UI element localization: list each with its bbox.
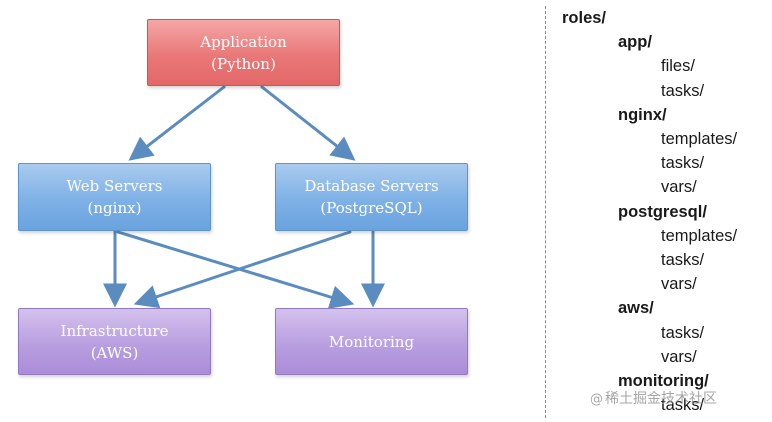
watermark-text: 稀土掘金技术社区	[605, 391, 717, 407]
web-servers-node-title: Web Servers	[66, 177, 163, 195]
tree-file-entry: tasks/	[661, 396, 705, 415]
application-node-subtitle: (Python)	[211, 54, 276, 73]
tree-file-entry: tasks/	[661, 251, 705, 270]
tree-file-entry: templates/	[661, 130, 738, 149]
tree-file-entry: tasks/	[661, 81, 705, 100]
infrastructure-node-subtitle: (AWS)	[90, 343, 139, 362]
dashed-divider	[545, 6, 546, 418]
database-servers-node: Database Servers (PostgreSQL)	[275, 163, 468, 231]
tree-file-entry: vars/	[661, 275, 697, 294]
diagram-arrows	[103, 85, 385, 309]
tree-folder-entry: app/	[618, 33, 652, 52]
database-servers-node-title: Database Servers	[304, 177, 439, 195]
application-node-title: Application	[200, 32, 287, 51]
application-node: Application (Python)	[147, 19, 340, 86]
monitoring-node: Monitoring	[275, 308, 468, 375]
arrow-app-to-web	[128, 85, 226, 161]
infrastructure-node-title: Infrastructure	[60, 321, 169, 340]
tree-file-entry: vars/	[661, 178, 697, 197]
monitoring-node-title: Monitoring	[328, 332, 415, 351]
roles-directory-tree: roles/app/files/tasks/nginx/templates/ta…	[560, 6, 770, 417]
database-servers-node-subtitle: (PostgreSQL)	[320, 199, 423, 217]
tree-file-entry: tasks/	[661, 154, 705, 173]
tree-file-entry: tasks/	[661, 323, 705, 342]
tree-root-entry: roles/	[562, 9, 607, 27]
web-servers-node-subtitle: (nginx)	[87, 199, 142, 217]
web-servers-node: Web Servers (nginx)	[18, 163, 211, 231]
arrow-web-to-mon	[116, 230, 355, 309]
arrow-app-to-db	[260, 85, 356, 161]
tree-file-entry: vars/	[661, 347, 697, 366]
tree-folder-entry: postgresql/	[618, 202, 707, 221]
tree-folder-entry: nginx/	[618, 105, 667, 124]
architecture-diagram: Application (Python) Web Servers (nginx)…	[18, 19, 468, 375]
watermark: @稀土掘金技术社区	[590, 388, 717, 408]
tree-folder-entry: monitoring/	[618, 372, 709, 391]
tree-file-entry: templates/	[661, 226, 738, 245]
at-icon: @	[590, 392, 603, 407]
tree-folder-entry: aws/	[618, 299, 654, 318]
infrastructure-node: Infrastructure (AWS)	[18, 308, 211, 375]
arrow-db-to-infra	[133, 230, 352, 309]
tree-file-entry: files/	[661, 57, 695, 76]
